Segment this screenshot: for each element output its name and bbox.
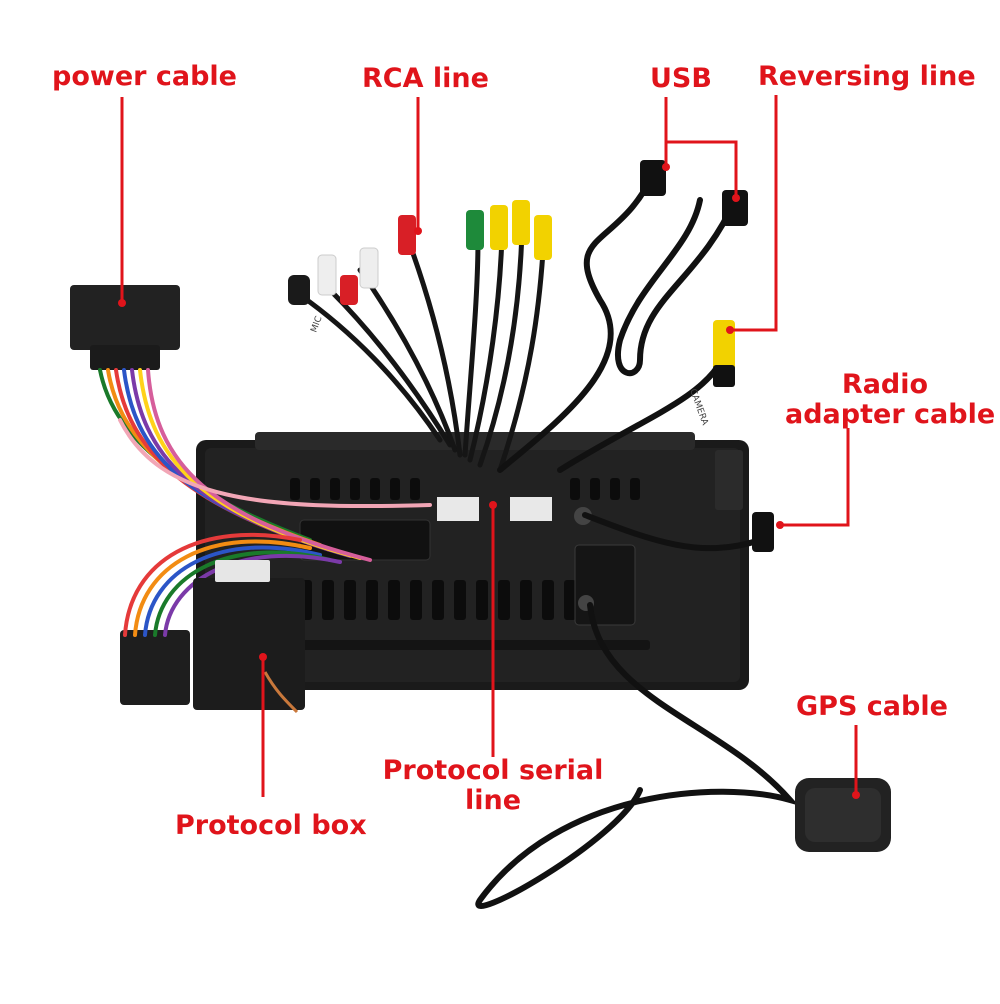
label-gps-cable: GPS cable: [796, 691, 948, 722]
label-protocol-serial-line1: Protocol serial: [382, 755, 604, 786]
label-radio-adapter-line1: Radio: [841, 369, 929, 400]
rca-line: [297, 227, 547, 473]
label-reversing-line: Reversing line: [758, 61, 976, 92]
label-radio-adapter-line2: adapter cable: [785, 399, 996, 430]
label-radio-adapter: Radio adapter cable: [785, 369, 996, 430]
usb-plug-icon: [640, 160, 748, 226]
power-cable: [70, 285, 432, 705]
radio-adapter-plug-icon: [752, 512, 774, 552]
radio-adapter-cable: [582, 512, 763, 552]
label-power-cable: power cable: [52, 61, 237, 92]
label-protocol-box: Protocol box: [175, 810, 367, 841]
protocol-box-icon: [193, 560, 305, 714]
mic-tag: MIC: [309, 315, 324, 334]
label-usb: USB: [650, 63, 712, 94]
label-protocol-serial: Protocol serial line: [382, 756, 604, 816]
reversing-cable: [557, 357, 725, 473]
usb-cable: [497, 167, 658, 473]
callout-dots: [118, 163, 860, 799]
label-rca-line: RCA line: [362, 63, 489, 94]
gps-cable: [475, 602, 799, 909]
gps-antenna-icon: [795, 778, 891, 852]
rca-plug-icon: [288, 200, 552, 305]
callout-lines: [120, 95, 858, 797]
camera-tag: CAMERA: [687, 388, 710, 428]
usb-cable-2: [615, 197, 738, 377]
label-protocol-serial-line2: line: [464, 785, 522, 816]
